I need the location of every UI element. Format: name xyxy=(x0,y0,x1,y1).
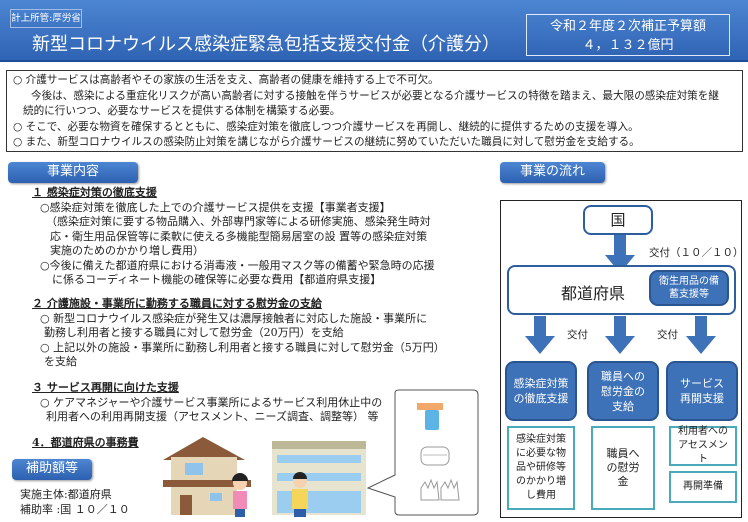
budget-amount: ４，１３２億円 xyxy=(582,38,674,53)
gloves-icon xyxy=(420,478,460,501)
facility-building-icon xyxy=(272,441,366,515)
section-heading: １ 感染症対策の徹底支援 xyxy=(32,186,157,199)
column-item: 利用者へのアセスメント xyxy=(669,426,737,466)
subsidy-info: 実施主体:都道府県 補助率 :国 １０／１０ xyxy=(20,487,130,517)
section-line: 利用者への利用再開支援（アセスメント、ニーズ調査、調整等） 等 xyxy=(46,410,379,423)
section-heading: 4．都道府県の事務費 xyxy=(32,436,139,449)
section-line: ○ ケアマネジャーや介護サービス事業所によるサービス利用休止中の xyxy=(40,395,383,409)
disinfectant-icon xyxy=(417,403,443,430)
section-line: 応・衛生用品保管等に柔軟に使える多機能型簡易居室の設 置等の感染症対策 xyxy=(50,229,428,243)
page-title: 新型コロナウイルス感染症緊急包括支援交付金（介護分） xyxy=(32,34,500,55)
intro-line: ○ 介護サービスは高齢者やその家族の生活を支え、高齢者の健康を維持する上で不可欠… xyxy=(13,74,439,86)
section-line: ○ 新型コロナウイルス感染症が発生又は濃厚接触者に対応した施設・事業所に xyxy=(40,311,428,325)
prefecture-label: 都道府県 xyxy=(561,284,626,303)
mask-icon xyxy=(420,446,450,466)
budget-label: 令和２年度２次補正予算額 xyxy=(549,19,706,34)
section-4: 4．都道府県の事務費 xyxy=(32,436,139,451)
section-2: ２ 介護施設・事業所に勤務する職員に対する慰労金の支給 ○ 新型コロナウイルス感… xyxy=(32,297,445,370)
column-title-resumption: サービス再開支援 xyxy=(666,361,738,421)
implementer: 実施主体:都道府県 xyxy=(20,488,112,501)
caregiver-woman-icon xyxy=(232,473,248,517)
grant-label: 交付 xyxy=(567,329,588,341)
intro-line: 続的に行いつつ、必要なサービスを提供する体制を構築する必要。 xyxy=(23,105,341,118)
grant-ratio-label: 交付（１０／１０） xyxy=(649,247,744,259)
arrow-down-icon xyxy=(525,316,555,354)
section-1: １ 感染症対策の徹底支援 ○感染症対策を徹底した上での介護サービス提供を支援【事… xyxy=(32,186,435,288)
grant-label: 交付 xyxy=(657,329,678,341)
section-line: （感染症対策に要する物品購入、外部専門家等による研修実施、感染発生時対 xyxy=(46,215,431,228)
intro-line: ○ また、新型コロナウイルスの感染防止対策を講じながら介護サービスの継続に努めて… xyxy=(13,136,640,149)
house-icon xyxy=(163,437,251,515)
intro-line: ○ そこで、必要な物資を確保するとともに、感染症対策を徹底しつつ介護サービスを再… xyxy=(13,120,639,133)
ministry-label: 計上所管:厚労省 xyxy=(10,9,82,28)
column-title-consolation: 職員への慰労金の支給 xyxy=(587,361,659,421)
section-heading: ３ サービス再開に向けた支援 xyxy=(32,381,179,394)
flow-label: 事業の流れ xyxy=(500,162,605,183)
section-3: ３ サービス再開に向けた支援 ○ ケアマネジャーや介護サービス事業所によるサービ… xyxy=(32,381,382,425)
arrow-down-icon xyxy=(686,316,716,354)
section-line: を支給 xyxy=(44,355,77,368)
subsidy-rate: 補助率 :国 １０／１０ xyxy=(20,503,130,516)
care-illustration xyxy=(163,389,479,517)
column-item: 感染症対策に必要な物品や研修等のかかり増し費用 xyxy=(507,426,575,510)
flow-diagram: 国 交付（１０／１０） 都道府県 衛生用品の備蓄支援等 交付 交付 感染症対策の… xyxy=(500,200,744,518)
budget-box: 令和２年度２次補正予算額 ４，１３２億円 xyxy=(526,14,730,56)
section-line: ○今後に備えた都道府県における消毒液・一般用マスク等の備蓄や緊急時の応援 xyxy=(40,258,435,272)
country-box: 国 xyxy=(583,205,653,235)
section-line: 実施のためのかかり増し費用） xyxy=(50,244,204,257)
header-banner xyxy=(0,0,748,62)
column-item: 再開準備 xyxy=(669,471,737,503)
column-title-infection: 感染症対策の徹底支援 xyxy=(505,361,577,421)
subsidy-label: 補助額等 xyxy=(12,459,92,480)
content-label: 事業内容 xyxy=(8,162,138,183)
section-line: 勤務し利用者と接する職員に対して慰労金（20万円）を支給 xyxy=(44,326,344,339)
arrow-down-icon xyxy=(605,316,635,354)
intro-box: ○ 介護サービスは高齢者やその家族の生活を支え、高齢者の健康を維持する上で不可欠… xyxy=(6,70,743,152)
section-line: ○ 上記以外の施設・事業所に勤務し利用者と接する職員に対して慰労金（5万円） xyxy=(40,340,445,354)
arrow-down-icon xyxy=(605,235,635,273)
section-heading: ２ 介護施設・事業所に勤務する職員に対する慰労金の支給 xyxy=(32,297,322,310)
prefecture-sub-box: 衛生用品の備蓄支援等 xyxy=(649,270,729,306)
caregiver-man-icon xyxy=(292,472,308,517)
intro-line: 今後は、感染による重症化リスクが高い高齢者に対する接触を伴うサービスが必要となる… xyxy=(31,89,719,102)
section-line: ○感染症対策を徹底した上での介護サービス提供を支援【事業者支援】 xyxy=(40,200,391,214)
column-item: 職員への慰労金 xyxy=(591,426,655,510)
section-line: に係るコーディネート機能の確保等に必要な費用【都道府県支援】 xyxy=(52,273,382,286)
